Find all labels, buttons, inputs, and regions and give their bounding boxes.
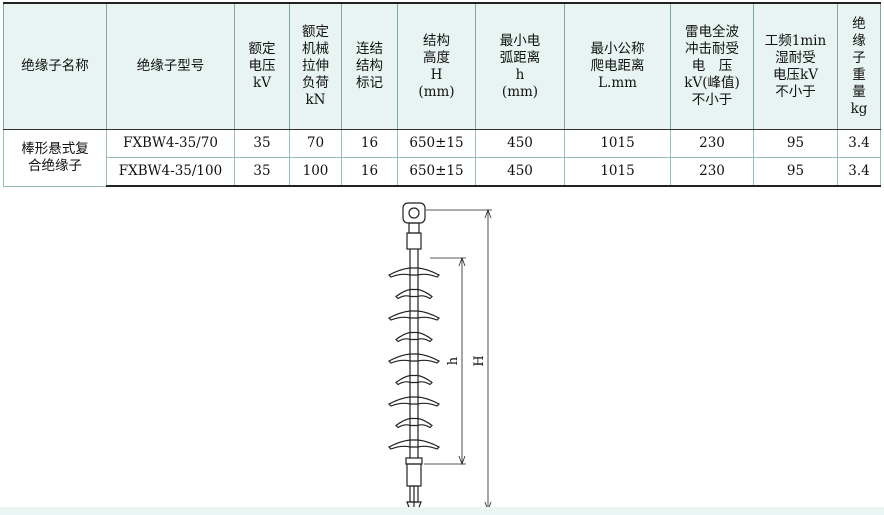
insulator-shed	[388, 439, 440, 450]
cell-model: FXBW4-35/70	[106, 129, 235, 158]
header-min-creepage-distance: 最小公称 爬电距离 L.mm	[564, 2, 671, 130]
dimension-h-label: h	[446, 356, 461, 365]
header-rated-voltage: 额定 电压 kV	[234, 2, 290, 130]
insulator-sheds	[388, 267, 440, 450]
cell-arc-distance: 450	[475, 129, 565, 158]
insulator-drawing: h H	[388, 202, 492, 512]
insulator-shed	[388, 310, 440, 321]
cell-lightning-voltage: 230	[670, 157, 754, 187]
table-header-row: 绝缘子名称 绝缘子型号 额定 电压 kV 额定 机械 拉伸 负荷 kN 连结 结…	[3, 2, 881, 130]
dimension-H-label: H	[472, 355, 487, 366]
insulator-shed	[388, 267, 440, 278]
insulator-shed	[395, 331, 433, 343]
cell-power-frequency-voltage: 95	[753, 129, 838, 158]
insulator-shed	[388, 396, 440, 407]
cell-creepage-distance: 1015	[564, 129, 671, 158]
header-min-arc-distance: 最小电 弧距离 h (mm)	[475, 2, 565, 130]
insulator-spec-table: 绝缘子名称 绝缘子型号 额定 电压 kV 额定 机械 拉伸 负荷 kN 连结 结…	[3, 2, 881, 187]
cell-rated-voltage: 35	[234, 129, 290, 158]
table-row: 棒形悬式复 合绝缘子 FXBW4-35/70 35 70 16 650±15 4…	[3, 129, 881, 187]
top-fitting	[402, 202, 426, 250]
cell-weight: 3.4	[837, 129, 881, 158]
table-row: FXBW4-35/100 35 100 16 650±15 450 1015 2…	[4, 157, 881, 187]
header-lightning-impulse-voltage: 雷电全波 冲击耐受 电 压 kV(峰值) 不小于	[670, 2, 754, 130]
cell-mechanical-load: 70	[289, 129, 342, 158]
header-rated-mechanical-load: 额定 机械 拉伸 负荷 kN	[289, 2, 342, 130]
cell-mechanical-load: 100	[289, 157, 342, 187]
header-power-frequency-voltage: 工频1min 湿耐受 电压kV 不小于	[753, 2, 838, 130]
header-insulator-name: 绝缘子名称	[3, 2, 107, 130]
cell-model: FXBW4-35/100	[106, 157, 235, 187]
cell-structure-height: 650±15	[397, 129, 476, 158]
cell-arc-distance: 450	[475, 157, 565, 187]
insulator-shed	[395, 374, 433, 386]
cell-lightning-voltage: 230	[670, 129, 754, 158]
cell-weight: 3.4	[837, 157, 881, 187]
header-coupling-mark: 连结 结构 标记	[341, 2, 398, 130]
bottom-band	[0, 507, 884, 515]
header-structure-height: 结构 高度 H (mm)	[397, 2, 476, 130]
cell-structure-height: 650±15	[397, 157, 476, 187]
dimension-h	[424, 256, 466, 466]
insulator-name-cell: 棒形悬式复 合绝缘子	[3, 129, 107, 187]
header-insulator-model: 绝缘子型号	[106, 2, 235, 130]
header-insulator-weight: 绝 缘 子 重 量 kg	[837, 2, 881, 130]
cell-creepage-distance: 1015	[564, 157, 671, 187]
cell-power-frequency-voltage: 95	[753, 157, 838, 187]
insulator-shed	[388, 353, 440, 364]
insulator-shed	[395, 417, 433, 429]
insulator-shed	[395, 288, 433, 300]
cell-rated-voltage: 35	[234, 157, 290, 187]
cell-coupling-mark: 16	[341, 157, 398, 187]
bottom-fitting	[405, 457, 423, 512]
cell-coupling-mark: 16	[341, 129, 398, 158]
